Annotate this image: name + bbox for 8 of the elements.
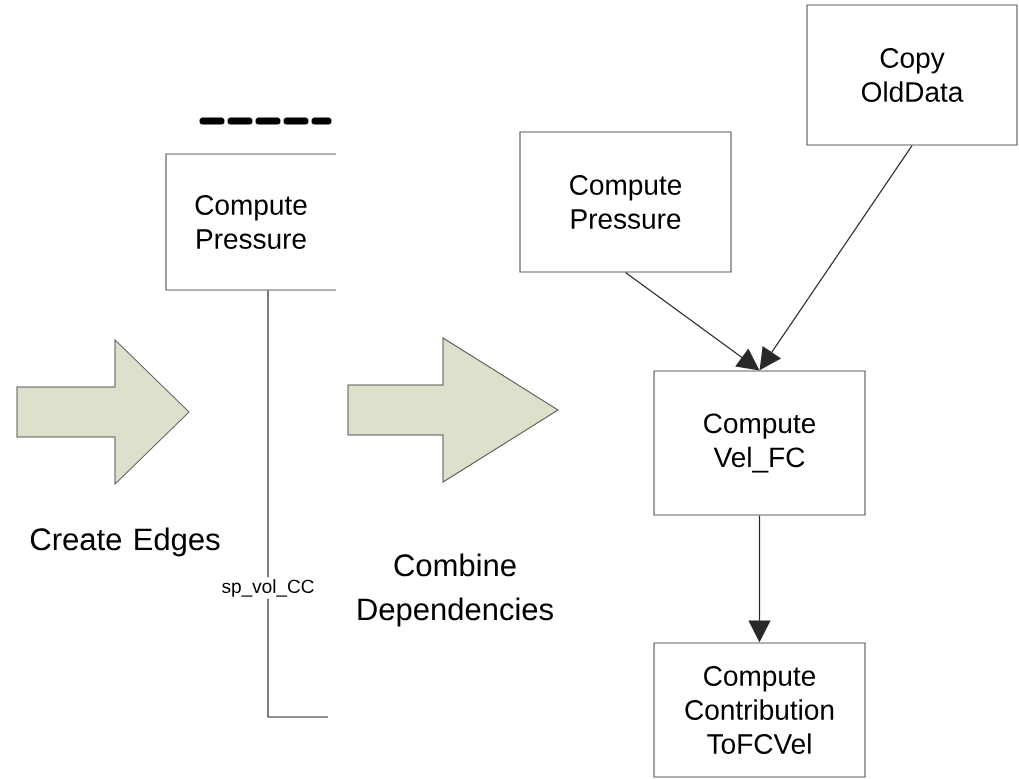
process-box: Compute Pressure <box>165 153 337 291</box>
step-label: Create Edges <box>30 527 220 557</box>
process-box: Compute Vel_FC <box>653 370 866 516</box>
step-label: Combine Dependencies <box>358 553 553 627</box>
edge-label: sp_vol_CC <box>219 577 317 599</box>
process-box: Copy OldData <box>806 4 1018 146</box>
process-box: Compute Contribution ToFCVel <box>653 642 866 778</box>
process-box: Compute Pressure <box>519 131 732 273</box>
